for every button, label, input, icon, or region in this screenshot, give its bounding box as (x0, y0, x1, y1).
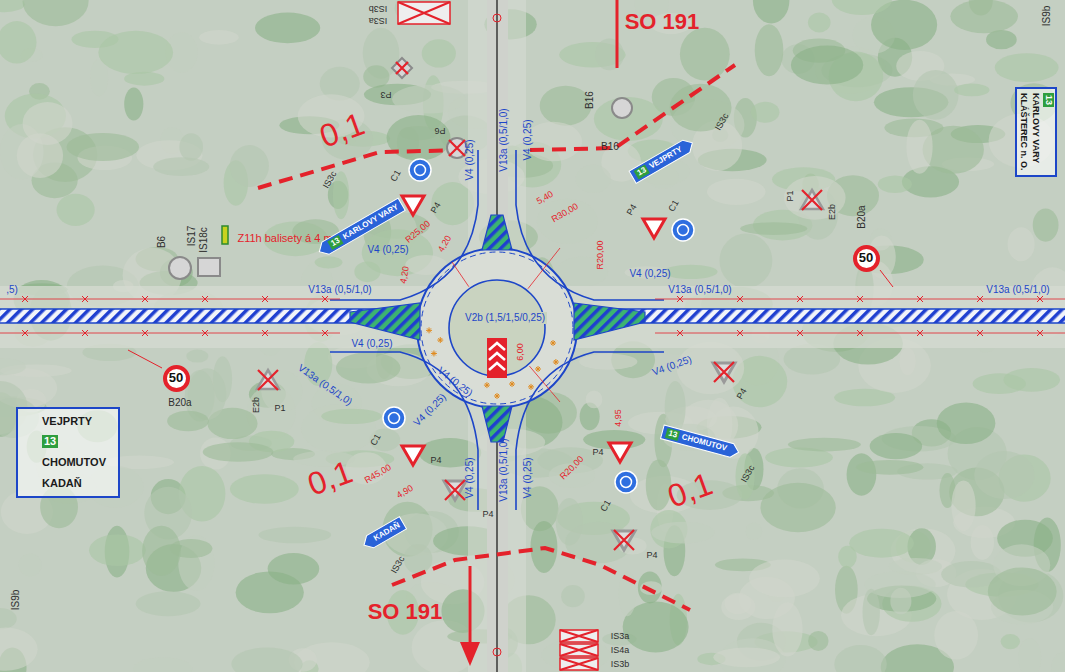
note-label: Z11h balisety á 4 m (237, 233, 332, 244)
marking-code: V4 (0,25) (523, 119, 533, 160)
marking-code: V13a (0,5/1,0) (986, 285, 1049, 295)
sign-code: P4 (482, 510, 493, 519)
sign-code: P4 (592, 448, 603, 457)
sign-code: IS18c (199, 227, 209, 253)
marking-code: V4 (0,25) (629, 269, 670, 279)
guide-sign-panel: 13KARLOVY VARYKLÁŠTEREC n. O. (1015, 87, 1057, 177)
sign-code: B20a (168, 398, 191, 408)
section-label: SO 191 (368, 601, 443, 623)
marking-code: V13a (0,5/1,0) (308, 285, 371, 295)
sign-text: KLÁŠTEREC n. O. (1018, 93, 1028, 171)
sign-code: B16 (585, 91, 595, 109)
sign-code: E2b (828, 204, 837, 220)
sign-code: IS9b (11, 590, 21, 611)
sign-code: IS3a (611, 632, 630, 641)
route-number: 13 (42, 435, 58, 448)
route-number: 13 (1043, 93, 1053, 107)
dimension: 4,95 (614, 409, 623, 427)
sign-text: KADAŇ (42, 477, 82, 490)
sign-code: P6 (434, 126, 445, 135)
speed-limit-sign: 50 (163, 365, 190, 392)
marking-code: V13a (0,5/1,0) (668, 285, 731, 295)
sign-code: IS9b (1042, 6, 1052, 27)
sign-text: VEJPRTY (42, 415, 92, 428)
traffic-signs (128, 2, 893, 670)
sign-code: P4 (430, 456, 441, 465)
sign-code: IS17 (187, 226, 197, 247)
sign-code: IS3b (369, 4, 388, 13)
marking-code: V4 (0,25) (523, 457, 533, 498)
sign-code: P1 (274, 404, 285, 413)
guide-sign-panel: VEJPRTY 13CHOMUTOV KADAŇ (16, 407, 120, 498)
marking-code: V2b (1,5/1,5/0,25) (463, 312, 547, 324)
marking-code: V4 (0,25) (351, 339, 392, 349)
sign-code: E2b (252, 397, 261, 413)
sign-text: 50 (169, 371, 183, 386)
marking-code: ,5) (6, 285, 18, 295)
dimension: 6,00 (516, 343, 525, 361)
sign-code: P3 (380, 90, 391, 99)
sign-code: B16 (601, 142, 619, 152)
sign-text: 50 (859, 251, 873, 266)
marking-code: V4 (0,25) (367, 245, 408, 255)
sign-code: B6 (157, 236, 167, 248)
sign-code: IS4a (611, 646, 630, 655)
marking-code: V4 (0,25) (465, 139, 475, 180)
marking-code: V4 (0,25) (465, 457, 475, 498)
marking-code: V13a (0,5/1,0) (499, 108, 509, 171)
speed-limit-sign: 50 (853, 245, 880, 272)
section-label: SO 191 (625, 11, 700, 33)
dimension: R20,00 (596, 240, 605, 269)
sign-text: CHOMUTOV (42, 456, 106, 469)
sign-text: KARLOVY VARY (1031, 93, 1041, 163)
sign-code: B20a (857, 205, 867, 228)
sign-code: IS3b (611, 660, 630, 669)
sign-code: IS3a (369, 16, 388, 25)
sign-code: P1 (786, 190, 795, 201)
sign-code: P4 (646, 551, 657, 560)
marking-code: V13a (0,5/1,0) (499, 438, 509, 501)
